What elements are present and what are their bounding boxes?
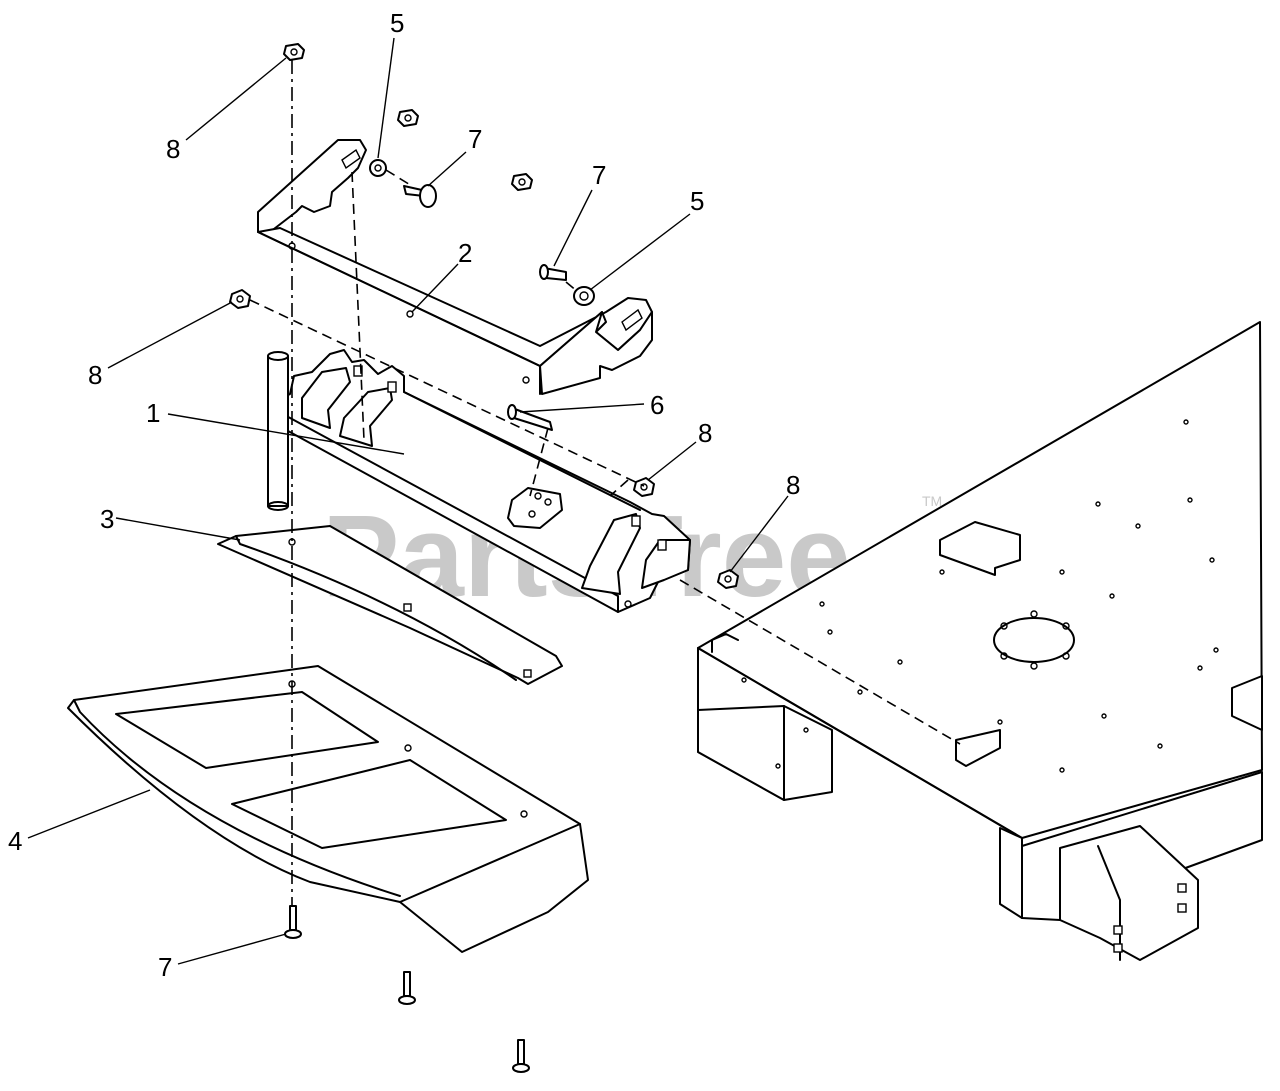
bolt-6 (507, 404, 553, 431)
nut-8a (283, 43, 305, 61)
assembly-lines (249, 60, 961, 906)
callout-8: 8 (786, 470, 800, 500)
callout-3: 3 (100, 504, 114, 534)
callout-5: 5 (690, 186, 704, 216)
washer-5a (369, 159, 387, 177)
vertical-pin (267, 351, 289, 511)
nut-8d (717, 569, 739, 589)
callout-7: 7 (158, 952, 172, 982)
callout-8: 8 (698, 418, 712, 448)
nut-top-b (511, 173, 533, 191)
bolt-7c (284, 905, 302, 939)
callout-7: 7 (592, 160, 606, 190)
callout-labels: 8 5 7 7 5 2 8 1 6 8 3 8 4 7 (8, 8, 800, 982)
washer-5b (573, 286, 595, 306)
nut-8b (229, 289, 251, 309)
bolt-bottom-a (398, 971, 416, 1005)
callout-7: 7 (468, 124, 482, 154)
nut-top-a (397, 109, 419, 127)
watermark-trademark: TM (922, 493, 942, 509)
bolt-7a (403, 184, 437, 208)
nut-8c (633, 477, 655, 497)
deck-holes (741, 419, 1219, 773)
part-3-plate (217, 525, 563, 685)
part-1-bracket (267, 349, 691, 613)
callout-6: 6 (650, 390, 664, 420)
part-2-bracket (257, 139, 653, 395)
callout-8: 8 (88, 360, 102, 390)
callout-4: 4 (8, 826, 22, 856)
callout-5: 5 (390, 8, 404, 38)
callout-1: 1 (146, 398, 160, 428)
chassis-deck (697, 321, 1263, 961)
callout-8: 8 (166, 134, 180, 164)
bolt-7b (539, 264, 567, 281)
leader-lines (27, 37, 789, 965)
part-4-footrest (67, 665, 589, 953)
bolt-bottom-b (512, 1039, 530, 1073)
callout-2: 2 (458, 238, 472, 268)
fasteners (229, 43, 739, 1073)
